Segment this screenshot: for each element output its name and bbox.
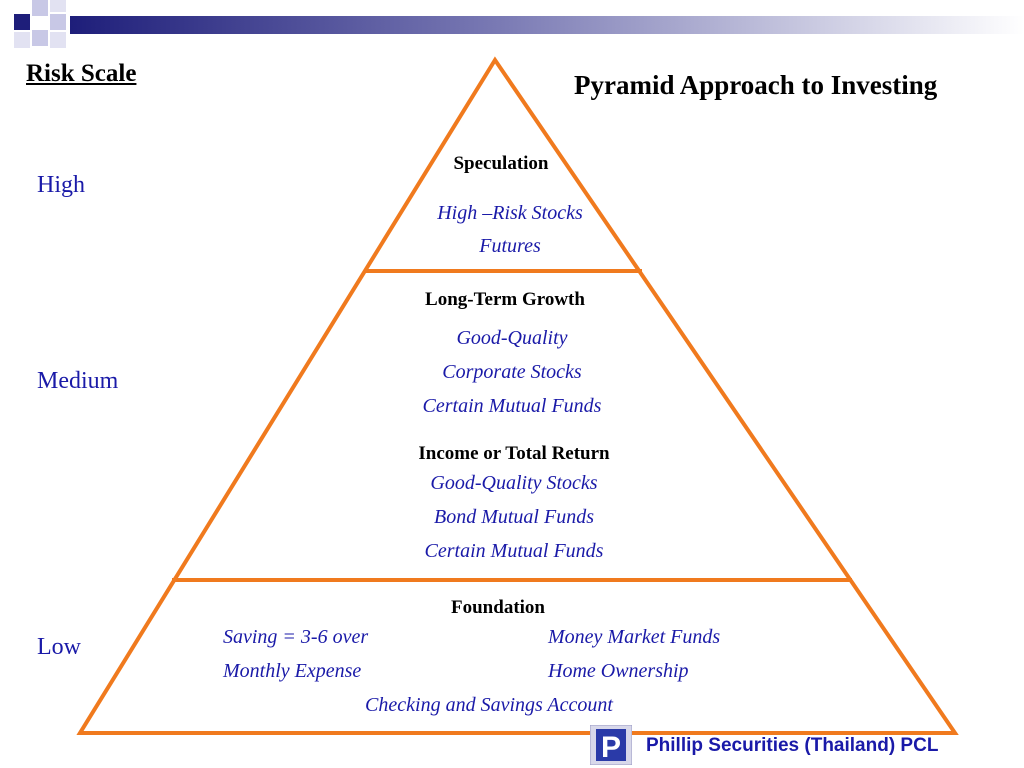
tier-heading-long-term-growth: Long-Term Growth — [425, 289, 585, 310]
tier-heading-foundation: Foundation — [451, 597, 545, 618]
tier-heading-income: Income or Total Return — [418, 443, 610, 464]
company-name: Phillip Securities (Thailand) PCL — [646, 735, 939, 756]
tier-item: Monthly Expense — [223, 660, 362, 682]
top-banner — [14, 0, 1024, 48]
banner-square — [50, 32, 66, 48]
banner-square — [50, 0, 66, 12]
banner-square — [50, 14, 66, 30]
risk-level-low: Low — [37, 634, 81, 660]
tier-item: Saving = 3-6 over — [223, 626, 369, 648]
logo-letter: P — [601, 731, 621, 764]
tier-item: Certain Mutual Funds — [424, 540, 604, 562]
banner-square — [14, 32, 30, 48]
banner-square — [32, 30, 48, 46]
tier-heading-speculation: Speculation — [453, 153, 549, 174]
tier-item: Futures — [479, 235, 541, 257]
page-title: Pyramid Approach to Investing — [574, 70, 938, 100]
pyramid-outline — [76, 56, 959, 735]
tier-item: Certain Mutual Funds — [422, 395, 602, 417]
tier-item: Bond Mutual Funds — [434, 506, 594, 528]
tier-item: Corporate Stocks — [442, 361, 582, 383]
risk-level-medium: Medium — [37, 368, 119, 394]
banner-gradient-bar — [70, 16, 1024, 34]
phillip-logo: P — [590, 725, 632, 765]
tier-item: High –Risk Stocks — [437, 202, 583, 224]
tier-item: Good-Quality Stocks — [430, 472, 598, 494]
tier-item: Home Ownership — [548, 660, 689, 682]
risk-scale-title: Risk Scale — [26, 60, 137, 87]
banner-square — [32, 0, 48, 16]
banner-square — [14, 14, 30, 30]
tier-item: Good-Quality — [456, 327, 568, 349]
risk-level-high: High — [37, 172, 85, 198]
tier-item: Checking and Savings Account — [365, 694, 613, 716]
tier-item: Money Market Funds — [548, 626, 721, 648]
